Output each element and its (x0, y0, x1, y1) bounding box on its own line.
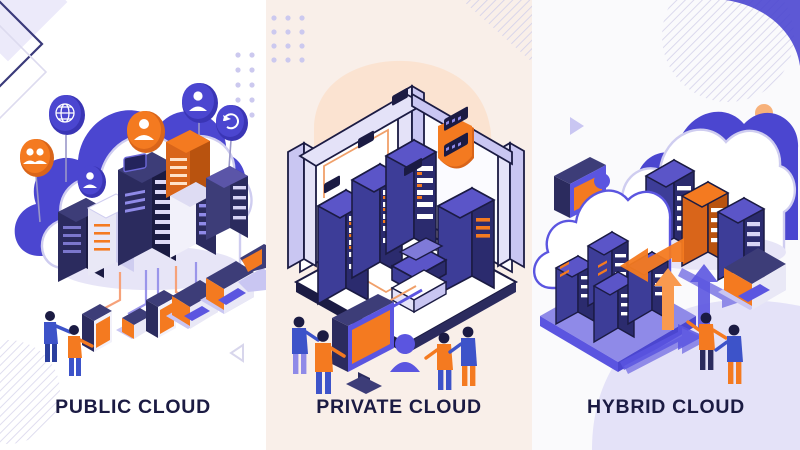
illustration-hybrid-cloud (533, 111, 799, 384)
person-figure (292, 316, 320, 374)
illustration-private-cloud (287, 84, 525, 394)
badge-globe-icon (49, 95, 85, 182)
server-rack-group-lower (554, 230, 670, 344)
person-figure (315, 330, 346, 394)
arrow-purple-right (620, 324, 708, 374)
panel-label-public: PUBLIC CLOUD (55, 396, 211, 418)
server-rack (554, 254, 596, 326)
play-triangle-outline (229, 343, 244, 363)
person-figure (44, 311, 72, 362)
device-laptop-small (116, 308, 152, 339)
striped-circle-top-right (662, 0, 794, 102)
panel-label-hybrid: HYBRID CLOUD (587, 396, 745, 418)
person-figure (686, 312, 728, 370)
arrow-purple-up (690, 264, 718, 330)
device-desktop-monitor (332, 294, 394, 394)
decoration-layer-public (0, 0, 255, 444)
user-silhouette-icon (390, 334, 420, 372)
panel-public-cloud: PUBLIC CLOUD (0, 0, 266, 450)
illustration-public-cloud (14, 83, 266, 376)
server-rack (206, 166, 248, 240)
badge-user-icon-orange (127, 111, 165, 153)
server-rack-orange (166, 130, 210, 198)
striped-wedge (462, 0, 532, 62)
person-figure (68, 325, 94, 376)
arrow-orange-up (654, 268, 682, 330)
play-triangle-outline (570, 117, 584, 135)
badge-user-icon-top-right (182, 83, 218, 168)
panel-private-cloud: PRIVATE CLOUD (266, 0, 532, 450)
arrow-orange-down (620, 238, 684, 282)
server-rack-group (58, 130, 248, 282)
person-figure (424, 332, 453, 390)
device-laptop (718, 248, 786, 310)
badge-user-icon-small (77, 165, 106, 198)
person-figure (714, 324, 743, 384)
striped-circle-bottom-left (0, 340, 60, 444)
device-laptop-far (238, 244, 266, 292)
panel-hybrid-cloud: HYBRID CLOUD (532, 0, 800, 450)
server-rack-group (316, 87, 496, 314)
rotated-square-outline (0, 0, 68, 120)
panel-label-private: PRIVATE CLOUD (316, 396, 482, 418)
device-tablet (146, 290, 176, 338)
person-figure (448, 326, 477, 386)
blue-blob (700, 0, 800, 66)
badge-users-group-icon (20, 139, 54, 223)
dot-grid (271, 15, 305, 63)
